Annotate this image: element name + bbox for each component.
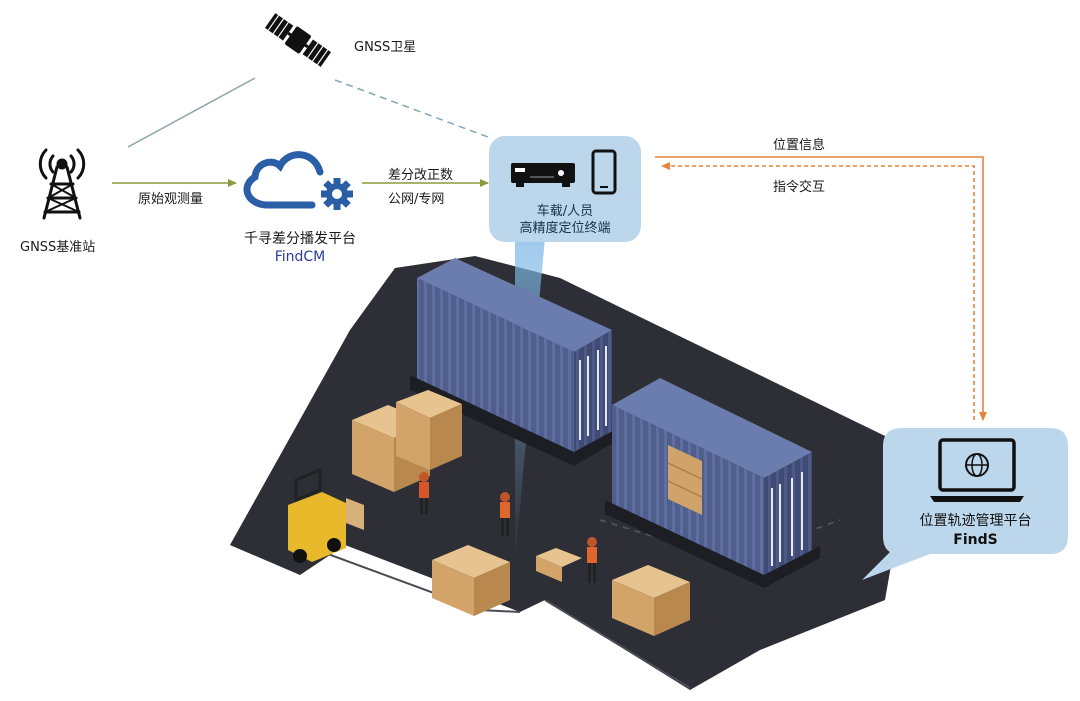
laptop-globe-icon bbox=[930, 438, 1024, 502]
terminal-label-1: 车载/人员 bbox=[536, 204, 594, 219]
terminal-label-2: 高精度定位终端 bbox=[519, 221, 611, 236]
platform-name: 千寻差分播发平台 bbox=[244, 231, 356, 247]
smartphone-icon bbox=[591, 149, 617, 195]
location-info-arrow bbox=[655, 156, 987, 421]
base-station-label: GNSS基准站 bbox=[20, 240, 96, 255]
platform-code: FindCM bbox=[274, 249, 326, 265]
management-callout bbox=[862, 428, 1068, 580]
satellite-terminal-link bbox=[334, 79, 489, 138]
shipping-container bbox=[605, 378, 820, 588]
vehicle-gps-device-icon bbox=[511, 163, 575, 187]
radio-tower-icon bbox=[38, 148, 86, 220]
satellite-base-link bbox=[127, 77, 256, 148]
network-label: 公网/专网 bbox=[388, 192, 445, 207]
management-code: FindS bbox=[953, 532, 998, 548]
cloud-gear-icon bbox=[243, 151, 353, 210]
location-info-label: 位置信息 bbox=[773, 138, 826, 153]
shipping-container bbox=[410, 258, 618, 466]
command-arrow bbox=[661, 162, 975, 420]
correction-label: 差分改正数 bbox=[388, 168, 454, 183]
satellite-label: GNSS卫星 bbox=[354, 40, 417, 55]
forklift bbox=[288, 467, 364, 563]
workers bbox=[419, 472, 597, 583]
terminal-callout bbox=[489, 136, 641, 242]
command-label: 指令交互 bbox=[773, 180, 826, 195]
management-name: 位置轨迹管理平台 bbox=[919, 513, 1032, 529]
satellite-icon bbox=[264, 13, 332, 67]
raw-observation-label: 原始观测量 bbox=[138, 192, 204, 207]
